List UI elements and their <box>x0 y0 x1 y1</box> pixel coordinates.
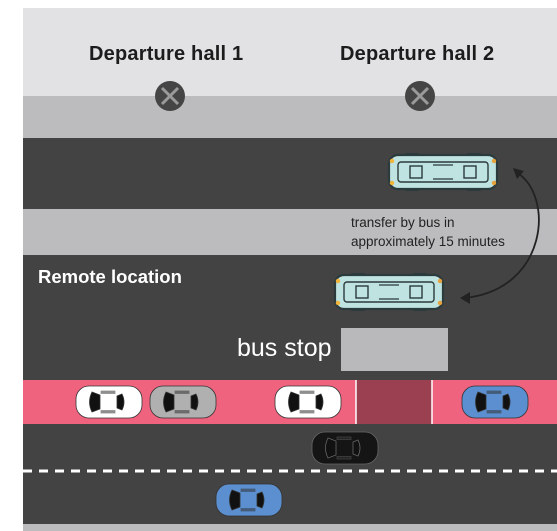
car-icon <box>311 431 379 465</box>
departure-hall-2-label: Departure hall 2 <box>340 43 495 65</box>
walkway <box>23 96 557 138</box>
bus-stop-label: bus stop <box>237 334 332 362</box>
departure-hall-1-label: Departure hall 1 <box>89 43 244 65</box>
double-arrow-icon <box>463 171 540 299</box>
kerb <box>23 524 557 531</box>
car-icon <box>75 385 143 419</box>
terminal-area <box>23 8 557 96</box>
separator-lane <box>23 209 557 255</box>
transfer-note-line-2: approximately 15 minutes <box>351 234 505 249</box>
car-icon <box>149 385 217 419</box>
gate-closed-icon <box>155 81 185 111</box>
remote-location-label: Remote location <box>38 266 182 287</box>
car-icon <box>274 385 342 419</box>
parking-bay-dark <box>356 380 432 424</box>
transfer-note-line-1: transfer by bus in <box>351 215 455 230</box>
bus-stop-pad <box>341 328 448 371</box>
car-icon <box>215 483 283 517</box>
bus-icon <box>333 271 445 313</box>
transfer-note: transfer by bus in approximately 15 minu… <box>351 213 505 251</box>
bus-icon <box>387 151 499 193</box>
gate-closed-icon <box>405 81 435 111</box>
car-icon <box>461 385 529 419</box>
